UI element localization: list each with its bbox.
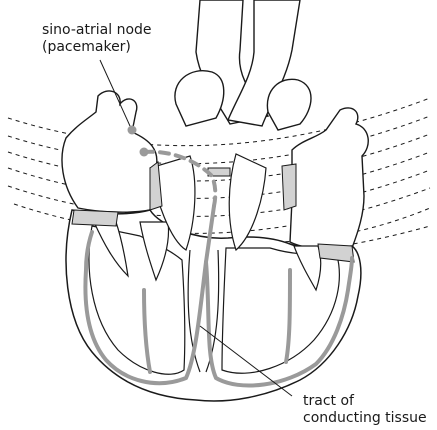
left-atrium-outline [290,108,368,249]
tract-label: tract of conducting tissue [303,393,427,427]
sa-node-label-line2: (pacemaker) [42,39,152,56]
great-vessels [175,0,311,130]
semilunar-cusp-right [229,154,266,250]
tract-label-line2: conducting tissue [303,410,427,427]
tract-label-line1: tract of [303,393,427,410]
sa-node-dot-2 [140,148,149,157]
aortic-ring-right [282,164,296,210]
sa-node-label: sino-atrial node (pacemaker) [42,22,152,56]
aortic-arch-left [175,71,224,126]
sa-node-dot [128,126,137,135]
aortic-arch-right [267,79,311,130]
tricuspid-ring [72,210,118,226]
sa-node-label-line1: sino-atrial node [42,22,152,39]
